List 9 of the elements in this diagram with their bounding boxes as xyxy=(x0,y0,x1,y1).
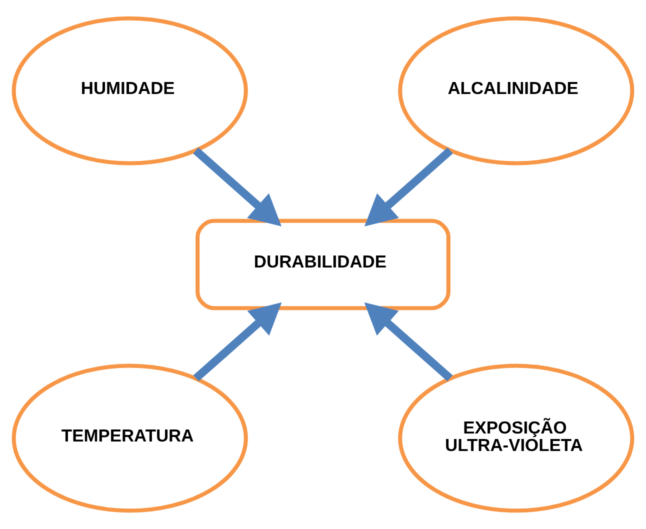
node-ellipse: EXPOSIÇÃO ULTRA-VIOLETA xyxy=(398,364,634,513)
arrow xyxy=(364,148,453,226)
node-box: DURABILIDADE xyxy=(196,218,450,310)
arrow xyxy=(193,148,282,226)
arrow xyxy=(193,302,282,382)
node-ellipse: TEMPERATURA xyxy=(12,364,248,513)
arrow xyxy=(364,302,453,382)
node-ellipse: HUMIDADE xyxy=(12,16,248,166)
node-ellipse: ALCALINIDADE xyxy=(398,16,634,166)
